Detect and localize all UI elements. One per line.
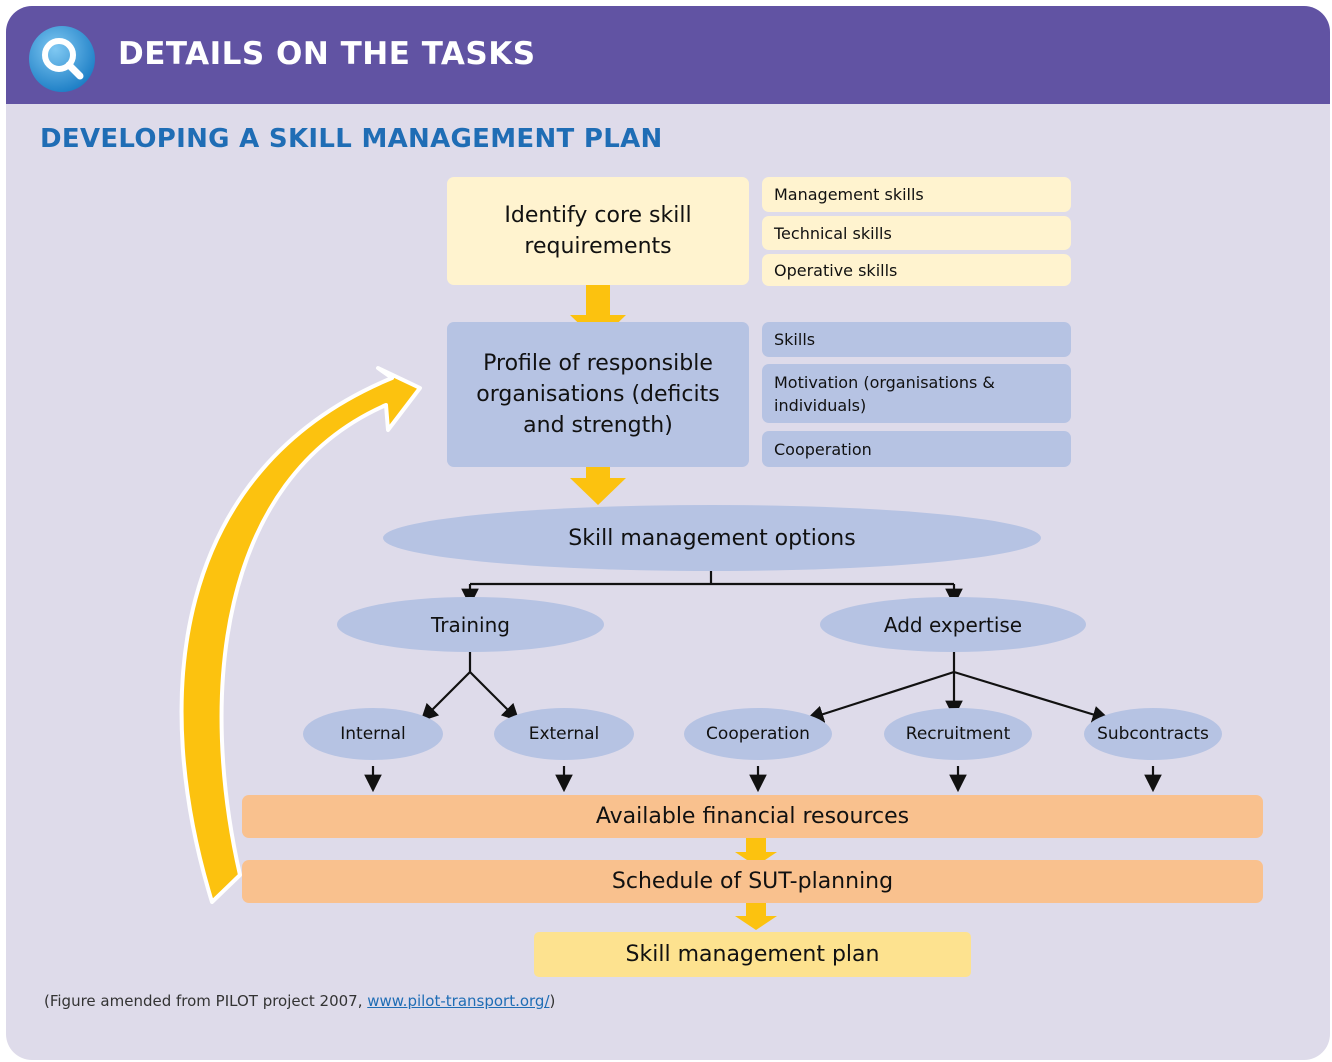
core-item-operative: Operative skills: [762, 254, 1071, 286]
footnote-suffix: ): [549, 992, 556, 1010]
internal-ellipse: Internal: [303, 708, 443, 760]
header-title: DETAILS ON THE TASKS: [118, 36, 536, 72]
profile-item-skills: Skills: [762, 322, 1071, 357]
figure-source-note: (Figure amended from PILOT project 2007,…: [44, 992, 555, 1010]
footnote-prefix: (Figure amended from PILOT project 2007,: [44, 992, 368, 1010]
core-item-management: Management skills: [762, 177, 1071, 212]
schedule-bar: Schedule of SUT-planning: [242, 860, 1263, 903]
profile-box: Profile of responsible organisations (de…: [447, 322, 749, 467]
profile-item-cooperation: Cooperation: [762, 431, 1071, 467]
section-title: DEVELOPING A SKILL MANAGEMENT PLAN: [40, 124, 663, 154]
skill-management-plan-box: Skill management plan: [534, 932, 971, 977]
header-bar: DETAILS ON THE TASKS: [6, 6, 1330, 104]
options-branches: [461, 571, 963, 607]
training-branches: [420, 651, 520, 722]
core-skills-box: Identify core skill requirements: [447, 177, 749, 285]
cooperation-ellipse: Cooperation: [684, 708, 832, 760]
magnifier-icon: [29, 26, 95, 92]
leaf-to-financial-arrows: [364, 766, 1162, 793]
pilot-transport-link[interactable]: www.pilot-transport.org/: [367, 992, 550, 1010]
arrow-profile-to-options: [570, 447, 626, 505]
financial-resources-bar: Available financial resources: [242, 795, 1263, 838]
arrow-schedule-to-plan: [735, 896, 777, 930]
skill-management-options: Skill management options: [383, 505, 1041, 571]
core-item-technical: Technical skills: [762, 216, 1071, 250]
arrow-financial-to-schedule: [735, 831, 777, 866]
profile-item-motivation: Motivation (organisations & individuals): [762, 364, 1071, 423]
subcontracts-ellipse: Subcontracts: [1084, 708, 1222, 760]
feedback-curved-arrow: [179, 366, 422, 904]
add-expertise-ellipse: Add expertise: [820, 597, 1086, 652]
recruitment-ellipse: Recruitment: [884, 708, 1032, 760]
training-ellipse: Training: [337, 597, 604, 652]
external-ellipse: External: [494, 708, 634, 760]
